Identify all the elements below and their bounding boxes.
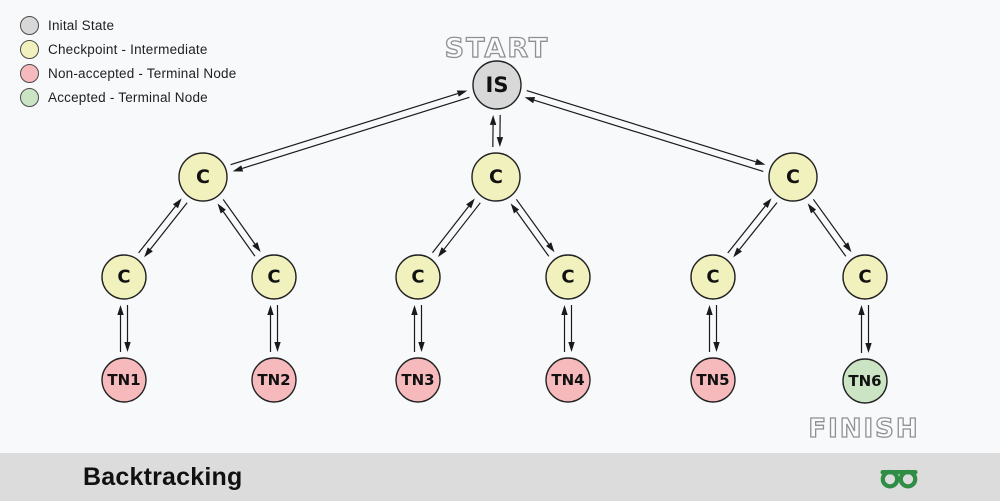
non-accepted-terminal-swatch-icon (20, 64, 39, 83)
node-label: C (561, 267, 574, 288)
node-label: TN6 (848, 372, 881, 390)
legend-item-accepted-terminal: Accepted - Terminal Node (20, 88, 236, 107)
node-TN6: TN6 (842, 358, 888, 404)
node-label: TN1 (107, 371, 140, 389)
node-TN5: TN5 (690, 357, 736, 403)
node-C1: C (178, 152, 228, 202)
node-label: TN3 (401, 371, 434, 389)
legend-label: Non-accepted - Terminal Node (48, 66, 237, 81)
node-label: C (196, 166, 210, 188)
start-label: START (445, 33, 550, 64)
node-label: C (786, 166, 800, 188)
page-title: Backtracking (83, 462, 243, 491)
node-label: IS (486, 73, 509, 97)
node-C1a: C (101, 254, 147, 300)
node-C3b: C (842, 254, 888, 300)
checkpoint-intermediate-swatch-icon (20, 40, 39, 59)
footer-bar: Backtracking (0, 453, 1000, 501)
finish-label: FINISH (808, 414, 919, 444)
initial-state-swatch-icon (20, 16, 39, 35)
legend-item-checkpoint-intermediate: Checkpoint - Intermediate (20, 40, 236, 59)
node-label: C (117, 267, 130, 288)
node-TN1: TN1 (101, 357, 147, 403)
node-C3a: C (690, 254, 736, 300)
node-label: C (411, 267, 424, 288)
node-label: TN4 (551, 371, 584, 389)
legend-label: Inital State (48, 18, 115, 33)
accepted-terminal-swatch-icon (20, 88, 39, 107)
node-label: C (489, 166, 503, 188)
node-TN3: TN3 (395, 357, 441, 403)
legend-label: Checkpoint - Intermediate (48, 42, 208, 57)
node-TN4: TN4 (545, 357, 591, 403)
diagram-stage: IS C C C C C C C C C TN1 TN2 TN3 TN4 TN5 TN6 START FINISH… (20, 16, 919, 445)
legend-label: Accepted - Terminal Node (48, 90, 208, 105)
node-label: C (858, 267, 871, 288)
node-C1b: C (251, 254, 297, 300)
edges (117, 89, 872, 353)
node-C2b: C (545, 254, 591, 300)
geeksforgeeks-logo (880, 469, 918, 489)
node-label: TN2 (257, 371, 290, 389)
backtracking-tree-canvas: IS C C C C C C C C C TN1 TN2 TN3 TN4 TN5 TN6 START FINISH (101, 32, 919, 445)
node-label: C (267, 267, 280, 288)
node-C2: C (471, 152, 521, 202)
node-label: C (706, 267, 719, 288)
legend-item-non-accepted-terminal: Non-accepted - Terminal Node (20, 64, 236, 83)
node-TN2: TN2 (251, 357, 297, 403)
node-C2a: C (395, 254, 441, 300)
legend-item-initial-state: Inital State (20, 16, 236, 35)
node-IS: IS (472, 60, 522, 110)
node-label: TN5 (696, 371, 729, 389)
node-C3: C (768, 152, 818, 202)
